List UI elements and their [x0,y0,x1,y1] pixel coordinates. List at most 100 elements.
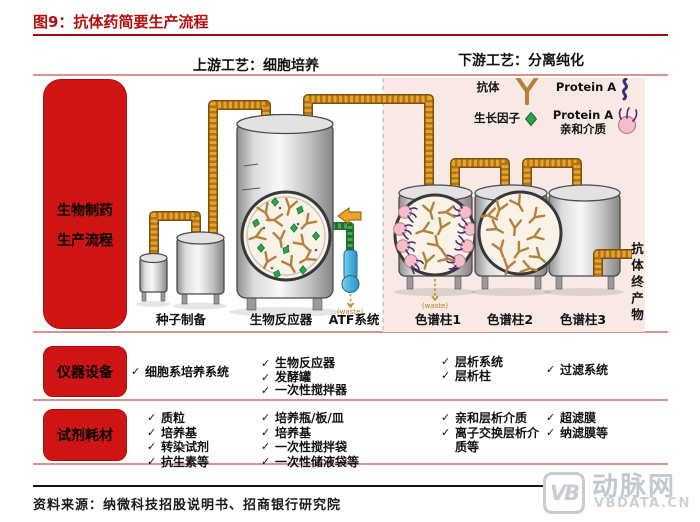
check-icon: ✓ [261,440,271,453]
reagent-item: 培养基 [161,425,198,440]
list-item: ✓细胞系培养系统 [131,365,229,379]
page-title: 图9：抗体药简要生产流程 [33,13,209,31]
check-icon: ✓ [261,370,271,384]
check-icon: ✓ [261,454,271,468]
atf-system: (waste) [337,249,363,316]
reagents-group-upstream2: ✓培养瓶/板/皿 ✓培养基 ✓一次性搅拌袋 ✓一次性储液袋等 [261,411,359,469]
final-product-label: 抗体终产物 [629,242,644,325]
equipment-item: 细胞系培养系统 [145,365,230,379]
title-underline [33,34,668,36]
list-item: ✓培养瓶/板/皿 [261,411,359,426]
equipment-item: 过滤系统 [560,363,609,377]
equipment-group-cell-culture: ✓细胞系培养系统 [131,365,229,379]
check-icon: ✓ [546,363,556,376]
check-icon: ✓ [441,355,451,368]
list-item: ✓ 抗生素等 [147,455,209,470]
list-item: ✓ 一次性搅拌器 [261,383,348,398]
stage-label-column3: 色谱柱3 [560,312,606,327]
check-icon: ✓ [147,440,157,453]
reagent-item: 质粒 [161,411,186,425]
process-diagram: (waste) [136,78,645,332]
legend-media-label-line1: Protein A [553,108,613,122]
stage-label-atf: ATF系统 [329,312,380,327]
reagent-item: 亲和层析介质 [455,411,528,425]
check-icon: ✓ [261,357,271,370]
stage-label-column2: 色谱柱2 [487,312,533,327]
atf-waste-label: (waste) [337,308,363,316]
stage-label-seed: 种子制备 [155,312,207,327]
reagent-item: 离子交换层析介质等 [455,425,540,455]
reagents-category-label: 试剂耗材 [57,428,113,444]
vb-logo-icon: VB [543,472,585,514]
list-item: ✓ 亲和层析介质 [441,411,541,426]
list-item: ✓ 纳滤膜等 [546,426,608,441]
reagent-item: 纳滤膜等 [560,425,609,440]
column1-waste-label: (waste) [422,302,448,310]
separator-line-equipment-bottom [33,399,668,401]
list-item: ✓ 一次性搅拌袋 [261,440,359,455]
list-item: ✓质粒 [147,411,209,426]
reagent-item: 超滤膜 [560,411,597,425]
equipment-group-bioreactor: ✓ 生物反应器 ✓ 发酵罐 ✓ 一次性搅拌器 [261,356,348,398]
list-item: ✓ 层析柱 [441,369,503,383]
equipment-item: 层析系统 [455,355,504,369]
list-item: ✓ 培养基 [147,426,209,441]
check-icon: ✓ [261,384,271,397]
equipment-group-filtration: ✓ 过滤系统 [546,363,608,377]
list-item: ✓ 层析系统 [441,355,503,369]
list-item: ✓ 发酵罐 [261,369,347,385]
list-item: ✓ 培养基 [261,426,359,441]
atf-pipe [326,222,354,254]
reagent-item: 培养瓶/板/皿 [275,411,344,425]
bioreactor-window-content [246,197,320,280]
separator-line-top [33,74,668,76]
reagent-item: 转染试剂 [161,440,210,454]
legend-protein-a-label: Protein A [556,80,616,94]
reagent-item: 培养基 [275,425,312,440]
legend-media-label-line2: 亲和介质 [560,122,606,136]
equipment-group-chromatography: ✓ 层析系统 ✓ 层析柱 [441,355,503,383]
check-icon: ✓ [261,425,271,439]
flow-label-line1: 生物制药 [57,203,113,219]
check-icon: ✓ [546,425,556,439]
equipment-item: 发酵罐 [275,369,312,384]
column2-window [477,190,563,278]
list-item: ✓ 离子交换层析介质等 [441,426,541,455]
check-icon: ✓ [546,411,556,424]
reagent-item: 一次性搅拌袋 [275,440,348,454]
stage-label-bioreactor: 生物反应器 [250,312,313,327]
reagents-group-membranes: ✓ 超滤膜 ✓ 纳滤膜等 [546,411,608,440]
list-item: ✓一次性储液袋等 [261,455,359,470]
bioreactor-tank [229,113,341,317]
list-item: ✓ 转染试剂 [147,440,209,455]
protein-a-icon [621,78,628,101]
protein-a-media-icon [617,107,638,135]
transfer-pipes [149,94,582,258]
reagent-item: 抗生素等 [161,454,210,469]
check-icon: ✓ [441,411,451,424]
source-citation: 资料来源：纳微科技招股说明书、招商银行研究院 [33,498,342,513]
separator-line-reagents-bottom [33,463,668,465]
final-product-pipe [593,249,632,276]
check-icon: ✓ [441,369,451,382]
seed-tank-1 [136,252,170,307]
chromatography-column-1: (waste) [392,184,478,310]
check-icon: ✓ [147,425,157,439]
equipment-item: 一次性搅拌器 [275,383,348,397]
diagram-legend: 抗体 Protein A 生长因子 Protein A 亲和介质 [474,78,638,136]
list-item: ✓ 过滤系统 [546,363,608,377]
check-icon: ✓ [441,425,451,439]
upstream-header: 上游工艺：细胞培养 [193,58,319,74]
legend-antibody-label: 抗体 [477,80,500,94]
list-item: ✓ 生物反应器 [261,356,347,371]
watermark: VB 动脉网 VBDATA.CN [543,470,698,518]
reagents-group-upstream1: ✓质粒 ✓ 培养基 ✓ 转染试剂 ✓ 抗生素等 [147,411,209,469]
legend-growth-factor-label: 生长因子 [474,111,520,125]
equipment-category-label: 仪器设备 [57,364,113,381]
equipment-item: 生物反应器 [275,356,336,370]
seed-tank-2 [173,231,227,310]
equipment-item: 层析柱 [455,369,492,383]
check-icon: ✓ [147,454,157,468]
watermark-domain: VBDATA.CN [594,496,691,511]
